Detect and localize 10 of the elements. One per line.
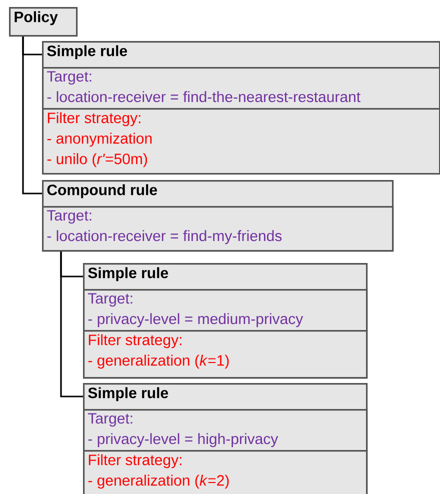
target-section: Target: - location-receiver = find-the-nearest-restaurant — [42, 67, 440, 110]
target-section: Target: - privacy-level = high-privacy — [83, 409, 368, 452]
filter-section: Filter strategy: - generalization (k=1) — [83, 330, 368, 379]
filter-section: Filter strategy: - anonymization - unilo (r'=50m) — [42, 108, 440, 175]
connector-line — [60, 252, 83, 398]
target-section: Target: - privacy-level = medium-privacy — [83, 289, 368, 332]
filter-section: Filter strategy: - generalization (k=2) — [83, 450, 368, 494]
policy-box: Policy — [9, 7, 78, 37]
target-section: Target: - location-receiver = find-my-friends — [42, 206, 394, 252]
connector-line — [22, 36, 42, 194]
